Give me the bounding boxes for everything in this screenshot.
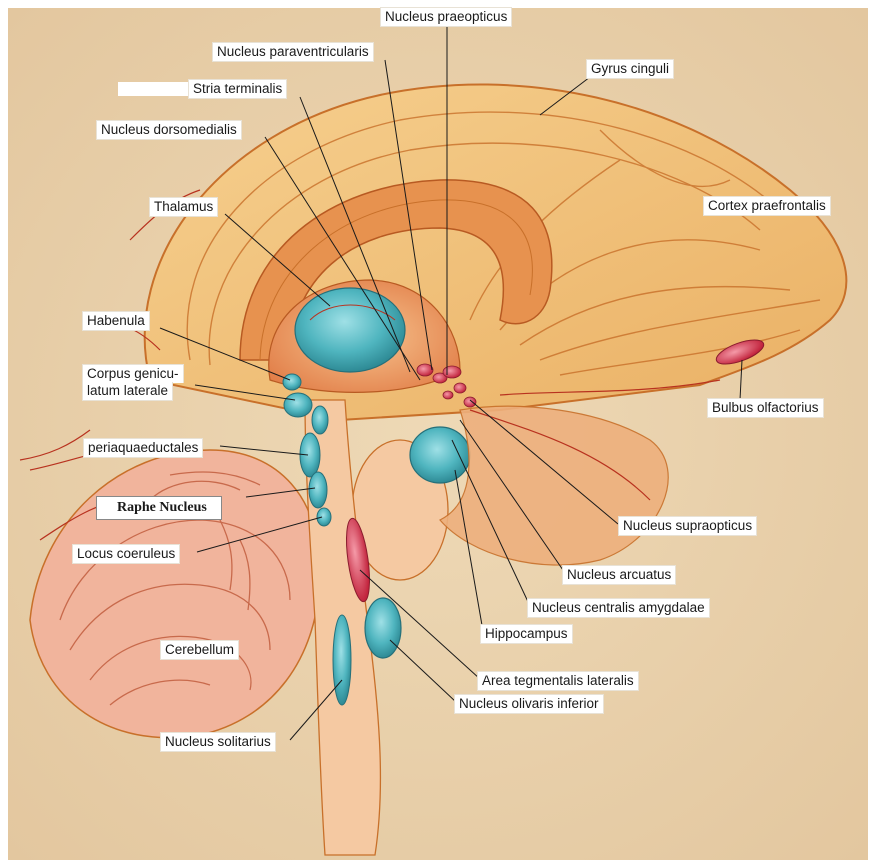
label-nucleus-olivaris-inferior: Nucleus olivaris inferior	[454, 694, 604, 714]
label-nucleus-dorsomedialis: Nucleus dorsomedialis	[96, 120, 242, 140]
label-thalamus: Thalamus	[149, 197, 218, 217]
line-arcuatus	[460, 420, 565, 573]
label-gyrus-cinguli: Gyrus cinguli	[586, 59, 674, 79]
label-stria-terminalis: Stria terminalis	[188, 79, 287, 99]
label-raphe-nucleus: Raphe Nucleus	[96, 496, 222, 520]
line-periaq	[220, 446, 308, 455]
label-corpus-geniculatum-1: Corpus genicu-	[82, 364, 184, 383]
label-nucleus-praeopticus: Nucleus praeopticus	[380, 7, 512, 27]
label-periaquaeductales: periaquaeductales	[83, 438, 203, 458]
line-supraopticus	[470, 400, 618, 524]
label-bulbus-olfactorius: Bulbus olfactorius	[707, 398, 824, 418]
label-cerebellum: Cerebellum	[160, 640, 239, 660]
label-area-tegmentalis-lateralis: Area tegmentalis lateralis	[477, 671, 639, 691]
line-tegmentalis	[360, 570, 480, 679]
label-hippocampus: Hippocampus	[480, 624, 573, 644]
label-locus-coeruleus: Locus coeruleus	[72, 544, 180, 564]
label-nucleus-supraopticus: Nucleus supraopticus	[618, 516, 757, 536]
label-corpus-geniculatum-2: latum laterale	[82, 382, 173, 401]
line-stria	[300, 97, 410, 372]
line-thalamus	[225, 214, 330, 306]
line-corpus	[195, 385, 295, 400]
line-olivaris	[390, 640, 456, 702]
label-nucleus-solitarius: Nucleus solitarius	[160, 732, 276, 752]
line-bulbus	[740, 360, 742, 400]
line-gyrus	[540, 77, 590, 115]
label-nucleus-arcuatus: Nucleus arcuatus	[562, 565, 676, 585]
line-paraventricularis	[385, 60, 432, 370]
line-raphe	[246, 488, 315, 497]
line-locus	[197, 517, 322, 552]
line-hippocampus	[455, 470, 483, 631]
label-habenula: Habenula	[82, 311, 150, 331]
label-nucleus-paraventricularis: Nucleus paraventricularis	[212, 42, 374, 62]
label-cortex-praefrontalis: Cortex praefrontalis	[703, 196, 831, 216]
line-dorsomedialis	[265, 137, 420, 380]
line-solitarius	[290, 680, 342, 740]
label-nucleus-centralis-amygdalae: Nucleus centralis amygdalae	[527, 598, 710, 618]
